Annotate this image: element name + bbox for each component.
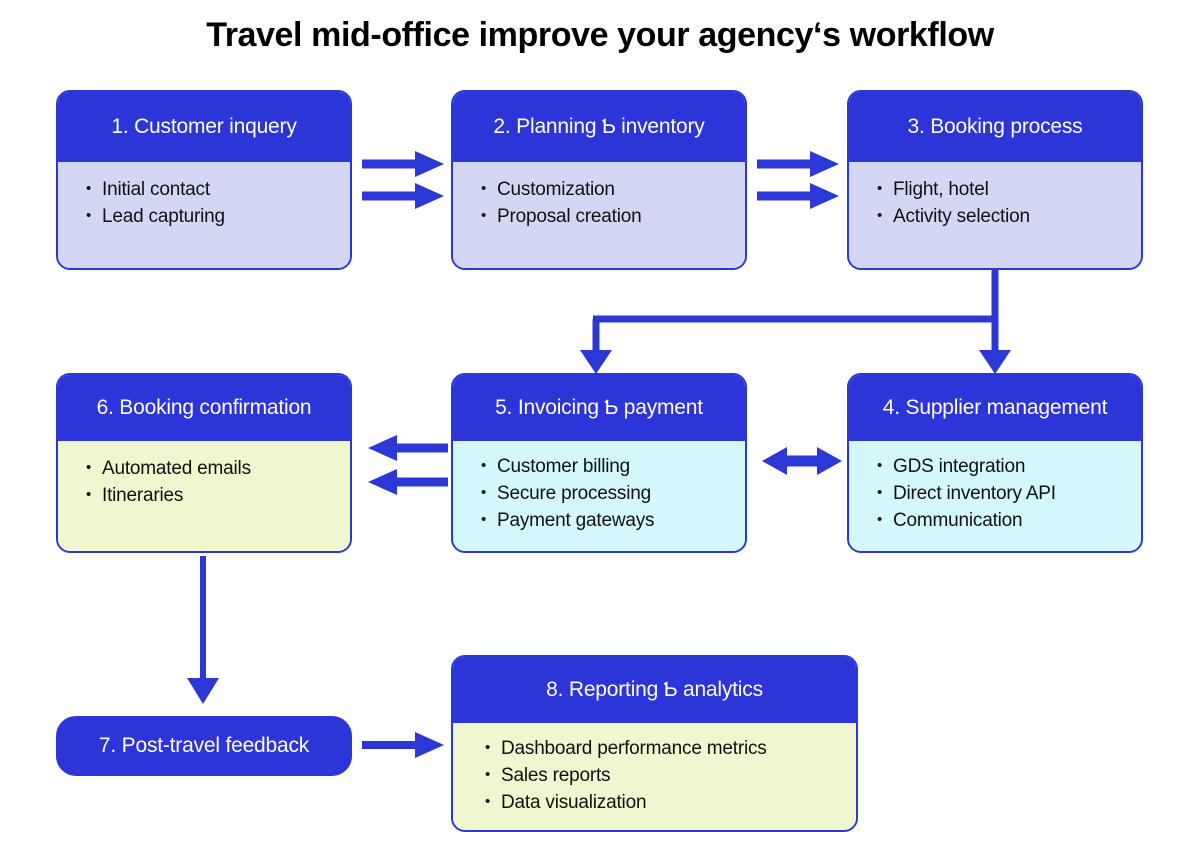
node-header-planning-inventory: 2. Planning Ƅ inventory xyxy=(453,92,745,162)
list-item: Automated emails xyxy=(86,454,350,482)
list-item: Customer billing xyxy=(481,452,745,480)
node-header-customer-inquery: 1. Customer inquery xyxy=(58,92,350,162)
arrow-2-to-3-lower xyxy=(757,183,839,209)
node-supplier-management[interactable]: 4. Supplier management GDS integration D… xyxy=(847,373,1143,553)
node-header-supplier-management: 4. Supplier management xyxy=(849,375,1141,441)
node-header-post-travel-feedback: 7. Post-travel feedback xyxy=(58,718,350,774)
node-body-supplier-management: GDS integration Direct inventory API Com… xyxy=(849,441,1141,551)
node-post-travel-feedback[interactable]: 7. Post-travel feedback xyxy=(56,716,352,776)
arrow-5-to-6-upper xyxy=(368,435,448,461)
node-customer-inquery[interactable]: 1. Customer inquery Initial contact Lead… xyxy=(56,90,352,270)
node-body-booking-confirmation: Automated emails Itineraries xyxy=(58,441,350,551)
list-item: Initial contact xyxy=(86,175,350,203)
list-item: Payment gateways xyxy=(481,506,745,534)
list-item: Flight, hotel xyxy=(877,175,1141,203)
list-item: Itineraries xyxy=(86,481,350,509)
node-header-invoicing-payment: 5. Invoicing Ƅ payment xyxy=(453,375,745,441)
node-header-reporting-analytics: 8. Reporting Ƅ analytics xyxy=(453,657,856,723)
page-title: Travel mid-office improve your agency‘s … xyxy=(206,16,994,54)
node-booking-process[interactable]: 3. Booking process Flight, hotel Activit… xyxy=(847,90,1143,270)
list-item: Dashboard performance metrics xyxy=(485,734,856,762)
node-reporting-analytics[interactable]: 8. Reporting Ƅ analytics Dashboard perfo… xyxy=(451,655,858,832)
node-body-invoicing-payment: Customer billing Secure processing Payme… xyxy=(453,441,745,551)
arrow-2-to-3-upper xyxy=(757,151,839,177)
arrow-6-to-7 xyxy=(187,556,219,704)
node-invoicing-payment[interactable]: 5. Invoicing Ƅ payment Customer billing … xyxy=(451,373,747,553)
node-booking-confirmation[interactable]: 6. Booking confirmation Automated emails… xyxy=(56,373,352,553)
list-item: Activity selection xyxy=(877,202,1141,230)
node-body-planning-inventory: Customization Proposal creation xyxy=(453,162,745,268)
node-body-customer-inquery: Initial contact Lead capturing xyxy=(58,162,350,268)
node-header-booking-confirmation: 6. Booking confirmation xyxy=(58,375,350,441)
node-body-booking-process: Flight, hotel Activity selection xyxy=(849,162,1141,268)
arrow-1-to-2-lower xyxy=(362,183,444,209)
list-item: Data visualization xyxy=(485,788,856,816)
list-item: GDS integration xyxy=(877,452,1141,480)
list-item: Secure processing xyxy=(481,479,745,507)
arrow-5-to-6-lower xyxy=(368,469,448,495)
arrow-4-to-5-bidirectional xyxy=(762,447,842,475)
node-planning-inventory[interactable]: 2. Planning Ƅ inventory Customization Pr… xyxy=(451,90,747,270)
arrow-7-to-8 xyxy=(362,732,444,758)
arrow-1-to-2-upper xyxy=(362,151,444,177)
node-header-booking-process: 3. Booking process xyxy=(849,92,1141,162)
list-item: Proposal creation xyxy=(481,202,745,230)
list-item: Communication xyxy=(877,506,1141,534)
list-item: Lead capturing xyxy=(86,202,350,230)
list-item: Customization xyxy=(481,175,745,203)
connector-3-to-4-and-5 xyxy=(580,270,1011,374)
list-item: Sales reports xyxy=(485,761,856,789)
node-body-reporting-analytics: Dashboard performance metrics Sales repo… xyxy=(453,723,856,830)
list-item: Direct inventory API xyxy=(877,479,1141,507)
